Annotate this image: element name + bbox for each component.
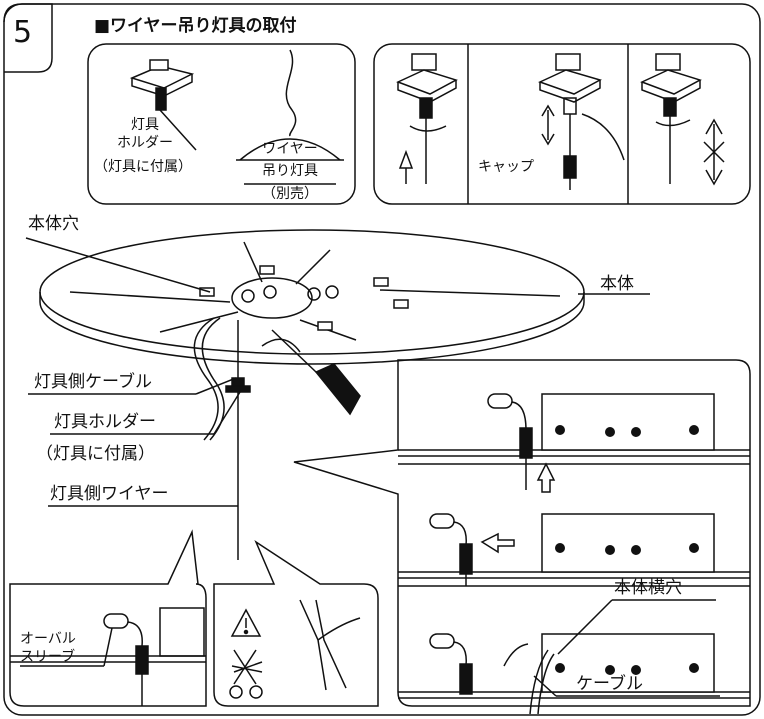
wire-fixture-label-line3: （別売） (262, 186, 318, 202)
sleeve-panel (9, 529, 207, 707)
fixture-wire-and-cable (193, 317, 251, 560)
holder-label-line2: ホルダー (117, 135, 173, 151)
wire-fixture-label-line2: 吊り灯具 (262, 163, 318, 179)
holder-panel (87, 43, 356, 205)
fixture-holder-note: （灯具に付属） (36, 444, 155, 464)
body-disc (39, 229, 585, 365)
body-label: 本体 (600, 274, 634, 294)
screwdriver (261, 329, 361, 416)
holder-label-line1: 灯具 (131, 117, 159, 133)
holder-step2 (538, 53, 625, 190)
tool-panel (213, 540, 379, 707)
holder-step3 (640, 53, 725, 186)
outer-frame (3, 3, 761, 716)
holder-illustration (129, 59, 197, 151)
holder-label-line3: （灯具に付属） (94, 159, 192, 175)
step-number: 5 (13, 15, 33, 50)
body-hole-label: 本体穴 (28, 214, 79, 234)
fixture-holder-label: 灯具ホルダー (54, 412, 156, 432)
fixture-wire-label: 灯具側ワイヤー (50, 484, 169, 504)
step-tab (3, 3, 53, 73)
fixture-cable-label: 灯具側ケーブル (34, 372, 152, 392)
wire-fixture-label-line1: ワイヤー (262, 141, 318, 157)
page-title: ■ワイヤー吊り灯具の取付 (94, 16, 297, 36)
cap-panel (373, 43, 751, 205)
cap-label: キャップ (478, 159, 534, 175)
wire-fixture-illustration (236, 49, 344, 185)
cable-label: ケーブル (576, 674, 643, 694)
body-side-hole-label: 本体横穴 (614, 578, 682, 598)
holder-step1 (396, 53, 458, 184)
oval-sleeve-label-line2: スリーブ (20, 649, 76, 665)
oval-sleeve-label-line1: オーバル (20, 631, 76, 647)
